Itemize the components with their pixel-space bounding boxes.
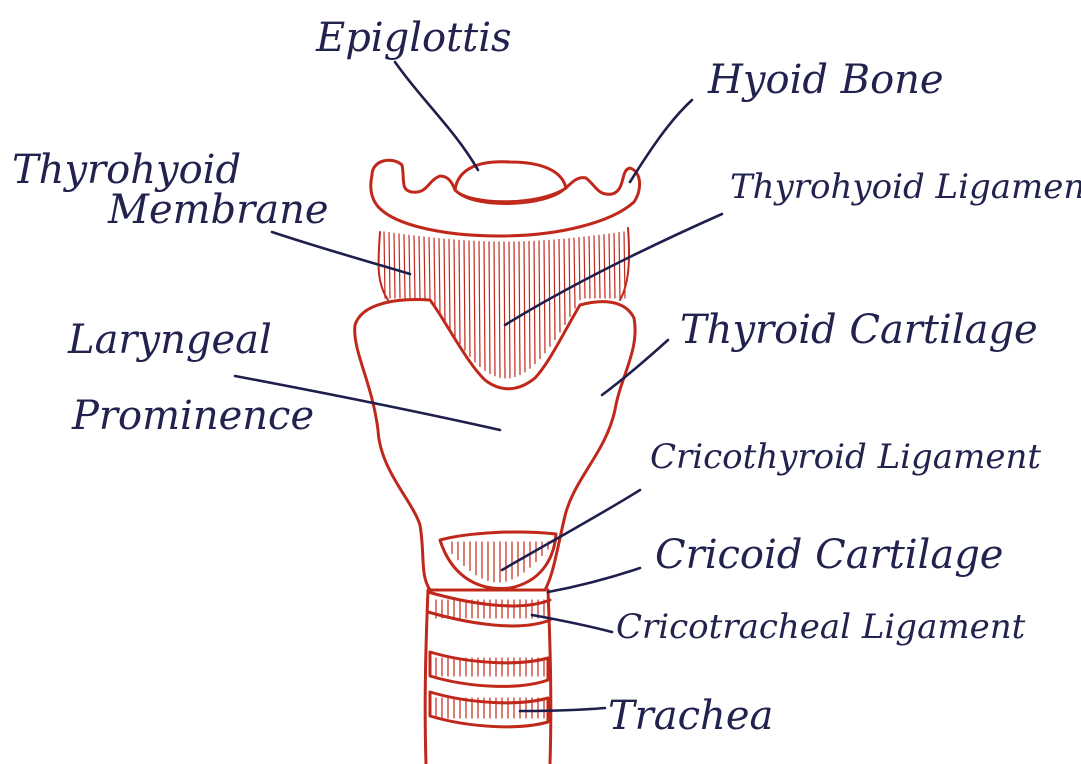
label-thyrohyoid-membrane-line2: Membrane [108,190,329,230]
membrane-hatch-line [554,240,555,340]
membrane-hatch-line [549,240,550,346]
label-thyrohyoid-membrane-line1: Thyrohyoid [12,150,241,190]
membrane-hatch-line [599,235,600,298]
label-laryngeal-prominence-line1: Laryngeal [68,320,272,360]
membrane-hatch-line [389,233,390,298]
label-thyroid-cartilage: Thyroid Cartilage [680,310,1038,350]
membrane-hatch-line [414,236,415,298]
membrane-hatch-line [569,239,570,317]
membrane-hatch-line [604,235,605,298]
membrane-hatch-line [454,240,455,337]
hyoid-bone-shape [371,160,640,236]
membrane-hatch-line [479,241,480,366]
membrane-hatch-line [619,233,620,298]
membrane-hatch-line [489,242,490,374]
membrane-hatch-line [539,241,540,359]
membrane-hatch-line [514,242,515,377]
label-cricotracheal-ligament: Cricotracheal Ligament [616,610,1025,644]
membrane-hatch-line [424,237,425,298]
membrane-hatch-line [509,242,510,378]
membrane-hatch-line [469,241,470,356]
membrane-hatch-line [529,241,530,368]
membrane-hatch-line [439,239,440,313]
membrane-hatch-line [449,240,450,329]
leader-cricoid-cartilage [548,568,640,592]
membrane-hatch-line [419,236,420,298]
membrane-hatch-line [574,238,575,308]
membrane-hatch-line [394,233,395,298]
leader-trachea [520,708,605,711]
membrane-hatch-line [404,235,405,298]
label-cricothyroid-ligament: Cricothyroid Ligament [650,440,1041,474]
membrane-hatch-line [589,236,590,298]
membrane-hatch-line [579,238,580,300]
label-trachea: Trachea [608,696,773,736]
membrane-hatch-line [464,241,465,351]
membrane-hatch-line [434,238,435,305]
membrane-hatch-line [534,241,535,363]
membrane-hatch-line [564,239,565,324]
label-thyrohyoid-ligament: Thyrohyoid Ligament [730,170,1081,204]
leader-hyoid-bone [630,100,692,182]
membrane-hatch-line [559,240,560,333]
membrane-hatch-line [474,241,475,361]
membrane-hatch-line [399,234,400,298]
membrane-hatch-line [409,235,410,298]
membrane-hatch-line [459,240,460,343]
cricoid-window-shape [440,532,556,589]
membrane-hatch-line [504,242,505,378]
trachea-shape [425,590,428,764]
membrane-hatch-line [519,242,520,375]
membrane-hatch-line [484,242,485,371]
leader-thyroid-cartilage [602,340,668,395]
label-cricoid-cartilage: Cricoid Cartilage [655,535,1003,575]
membrane-hatch-line [594,236,595,298]
membrane-hatch-line [544,241,545,353]
membrane-hatch-line [444,239,445,321]
leader-epiglottis [395,62,478,170]
label-epiglottis: Epiglottis [316,18,512,58]
label-hyoid-bone: Hyoid Bone [708,60,944,100]
membrane-hatch-line [499,242,500,377]
epiglottis-shape [455,162,566,190]
label-laryngeal-prominence-line2: Prominence [72,396,314,436]
membrane-hatch-line [429,238,430,298]
membrane-hatch-line [524,242,525,372]
membrane-hatch-line [494,242,495,376]
membrane-hatch-line [584,237,585,298]
